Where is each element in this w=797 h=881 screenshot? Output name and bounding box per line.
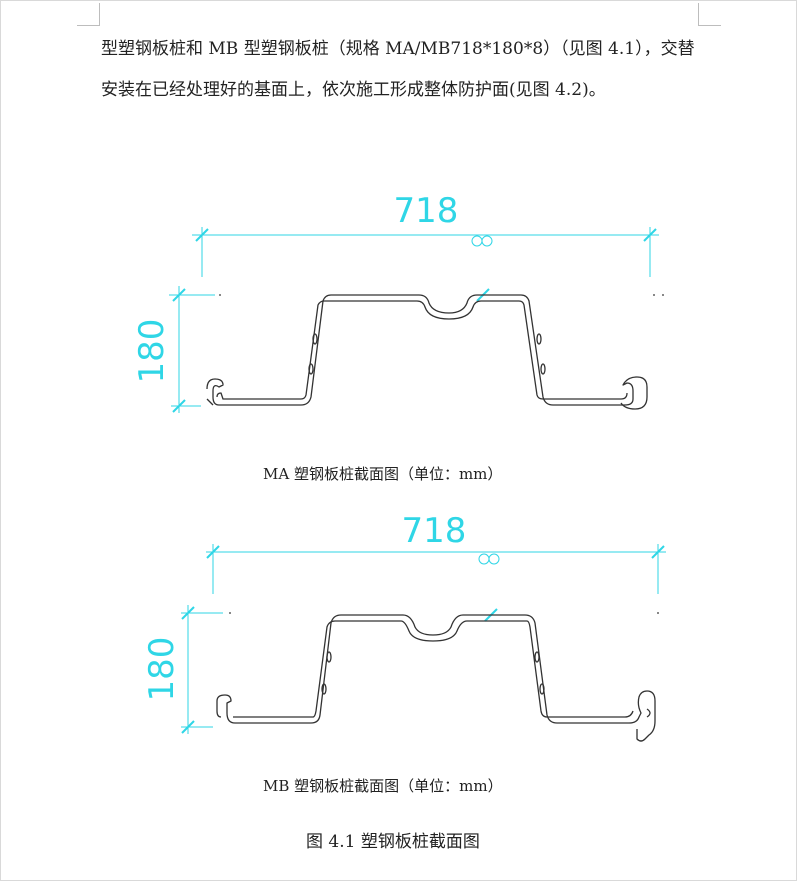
mb-dimension-lines xyxy=(181,544,666,734)
mb-width-dimension: 718 xyxy=(402,511,467,551)
mb-marker-dots xyxy=(229,612,659,614)
paragraph-line-2: 安装在已经处理好的基面上，依次施工形成整体防护面(见图 4.2)。 xyxy=(101,80,606,100)
ma-width-dimension: 718 xyxy=(394,191,459,231)
figure-caption: 图 4.1 塑钢板桩截面图 xyxy=(306,832,480,852)
ma-pile-profile xyxy=(206,294,648,410)
page-corner-mark-left xyxy=(77,3,100,26)
mb-pile-profile xyxy=(216,614,656,742)
ma-dimension-lines xyxy=(169,227,659,413)
ma-height-dimension: 180 xyxy=(132,319,172,384)
paragraph-line-1: 型塑钢板桩和 MB 型塑钢板桩（规格 MA/MB718*180*8）（见图 4.… xyxy=(101,39,695,59)
mb-height-dimension: 180 xyxy=(142,637,182,702)
ma-section-drawing: 718 180 xyxy=(132,191,664,413)
page-corner-mark-right xyxy=(698,3,721,26)
mb-caption: MB 塑钢板桩截面图（单位：mm） xyxy=(263,777,503,795)
ma-marker-dots xyxy=(219,294,664,296)
mb-section-drawing: 718 180 xyxy=(142,511,666,742)
ma-caption: MA 塑钢板桩截面图（单位：mm） xyxy=(263,465,503,483)
